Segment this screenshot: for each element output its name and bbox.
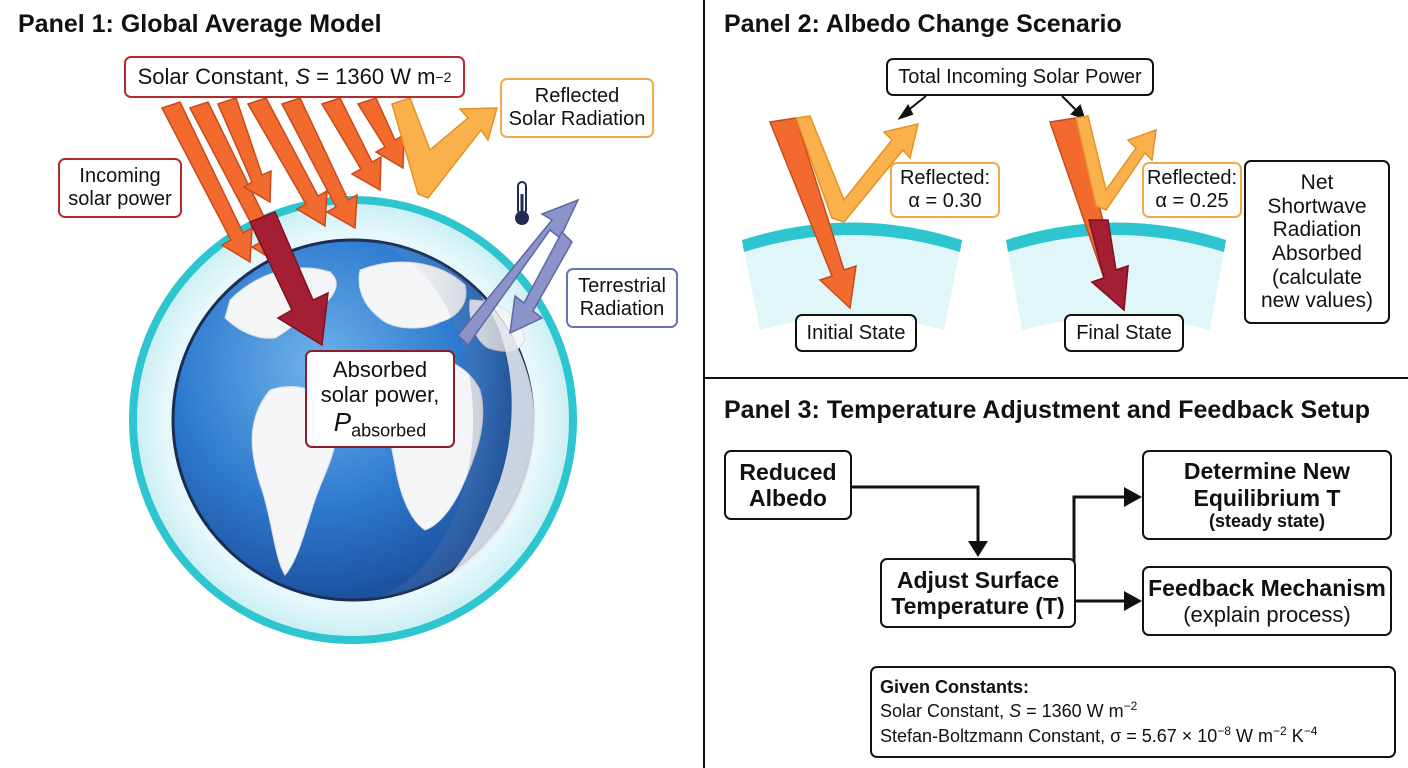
reflected-solar-arrow <box>391 97 498 199</box>
net-line5: (calculate <box>1272 265 1362 289</box>
panel3-flow-arrows <box>852 485 1142 611</box>
total-incoming-text: Total Incoming Solar Power <box>898 65 1142 88</box>
earth-shadow <box>353 240 533 600</box>
given-sb-exp1: −8 <box>1217 723 1232 738</box>
adjust-line2: Temperature (T) <box>891 593 1065 619</box>
reflected-solar-label: Reflected Solar Radiation <box>500 78 654 138</box>
given-constants-title: Given Constants: <box>880 676 1030 697</box>
final-reflected-title: Reflected: <box>1146 167 1238 189</box>
given-stefan-boltzmann: Stefan-Boltzmann Constant, σ = 5.67 × 10… <box>880 724 1317 748</box>
incoming-solar-label: Incoming solar power <box>58 158 182 218</box>
given-solar-prefix: Solar Constant, <box>880 701 1010 722</box>
initial-atmosphere-edge <box>742 222 962 252</box>
given-sb-prefix: Stefan-Boltzmann Constant, σ = 5.67 × 10 <box>880 725 1218 746</box>
given-solar-symbol: S <box>1009 701 1022 722</box>
initial-reflected-label: Reflected: α = 0.30 <box>890 162 1000 218</box>
determine-line1: Determine New <box>1183 458 1351 485</box>
flow-head-determine <box>1124 487 1142 507</box>
panel3-title: Panel 3: Temperature Adjustment and Feed… <box>724 396 1370 424</box>
terrestrial-arrows <box>456 198 580 347</box>
adjust-temperature-node: Adjust Surface Temperature (T) <box>880 558 1076 628</box>
given-constants-box: Given Constants: Solar Constant, S = 136… <box>870 666 1396 758</box>
solar-constant-exponent: −2 <box>435 68 452 85</box>
reduced-line1: Reduced <box>739 458 837 485</box>
solar-constant-label: Solar Constant, S = 1360 W m−2 <box>124 56 465 98</box>
final-reflected-label: Reflected: α = 0.25 <box>1142 162 1242 218</box>
final-absorbed-segment <box>1088 219 1129 312</box>
given-sb-mid: W m <box>1231 725 1274 746</box>
initial-state-text: Initial State <box>806 321 906 344</box>
given-solar-constant: Solar Constant, S = 1360 W m−2 <box>880 699 1137 723</box>
net-line1: Net <box>1300 171 1334 195</box>
flow-arrow-adjust-to-determine <box>1072 495 1128 567</box>
net-shortwave-label: Net Shortwave Radiation Absorbed (calcul… <box>1244 160 1390 324</box>
terrestrial-line1: Terrestrial <box>578 275 666 297</box>
given-solar-value: = 1360 W m <box>1021 701 1124 722</box>
initial-reflected-title: Reflected: <box>899 167 991 189</box>
given-solar-exp: −2 <box>1123 699 1138 714</box>
solar-constant-value: = 1360 W m <box>310 64 436 90</box>
initial-reflected-arrow <box>794 115 920 223</box>
terrestrial-radiation-label: Terrestrial Radiation <box>566 268 678 328</box>
flow-head-adjust <box>968 541 988 557</box>
absorbed-line2: solar power, <box>320 382 440 408</box>
absorbed-symbol: P <box>333 406 352 437</box>
initial-state-label: Initial State <box>795 314 917 352</box>
net-line6: new values) <box>1260 289 1374 313</box>
determine-equilibrium-node: Determine New Equilibrium T (steady stat… <box>1142 450 1392 540</box>
panel2-title: Panel 2: Albedo Change Scenario <box>724 10 1122 38</box>
determine-line3: (steady state) <box>1208 511 1326 532</box>
incoming-line2: solar power <box>68 188 172 210</box>
flow-head-feedback <box>1124 591 1142 611</box>
net-line3: Radiation <box>1272 218 1362 242</box>
final-state-text: Final State <box>1076 321 1172 344</box>
given-sb-exp3: −4 <box>1303 723 1318 738</box>
net-line2: Shortwave <box>1267 194 1367 218</box>
feedback-mechanism-node: Feedback Mechanism (explain process) <box>1142 566 1392 636</box>
terrestrial-line2: Radiation <box>579 298 665 320</box>
adjust-line1: Adjust Surface <box>896 566 1060 593</box>
absorbed-arrow <box>248 211 329 347</box>
reduced-line2: Albedo <box>749 485 827 511</box>
absorbed-subscript: absorbed <box>351 420 427 441</box>
total-incoming-pointers <box>897 95 1086 120</box>
initial-incoming-arrow <box>768 117 857 310</box>
solar-constant-prefix: Solar Constant, <box>137 64 296 90</box>
vertical-divider <box>703 0 705 768</box>
given-sb-exp2: −2 <box>1273 723 1287 738</box>
reduced-albedo-node: Reduced Albedo <box>724 450 852 520</box>
initial-albedo-value: α = 0.30 <box>908 190 982 212</box>
flow-arrow-reduced-to-adjust <box>852 485 980 545</box>
given-sb-mid2: K <box>1286 725 1304 746</box>
panel1-title: Panel 1: Global Average Model <box>18 10 382 38</box>
determine-line2: Equilibrium T <box>1193 484 1341 511</box>
absorbed-symbol-line: Pabsorbed <box>333 406 427 441</box>
final-albedo-value: α = 0.25 <box>1155 190 1229 212</box>
thermometer-icon <box>515 181 529 225</box>
solar-constant-symbol: S <box>295 64 311 90</box>
final-atmosphere-edge <box>1006 222 1226 252</box>
earth-terminator <box>445 295 535 580</box>
reflected-line2: Solar Radiation <box>508 108 646 130</box>
total-incoming-label: Total Incoming Solar Power <box>886 58 1154 96</box>
feedback-line2: (explain process) <box>1183 601 1351 627</box>
incoming-line1: Incoming <box>79 165 161 187</box>
net-line4: Absorbed <box>1272 242 1362 265</box>
absorbed-solar-label: Absorbed solar power, Pabsorbed <box>305 350 455 448</box>
absorbed-line1: Absorbed <box>332 357 428 383</box>
horizontal-divider <box>704 377 1408 379</box>
panel2-diagram <box>742 95 1226 330</box>
feedback-line1: Feedback Mechanism <box>1148 575 1386 602</box>
reflected-line1: Reflected <box>534 85 620 107</box>
final-reflected-arrow <box>1075 115 1157 211</box>
final-state-label: Final State <box>1064 314 1184 352</box>
